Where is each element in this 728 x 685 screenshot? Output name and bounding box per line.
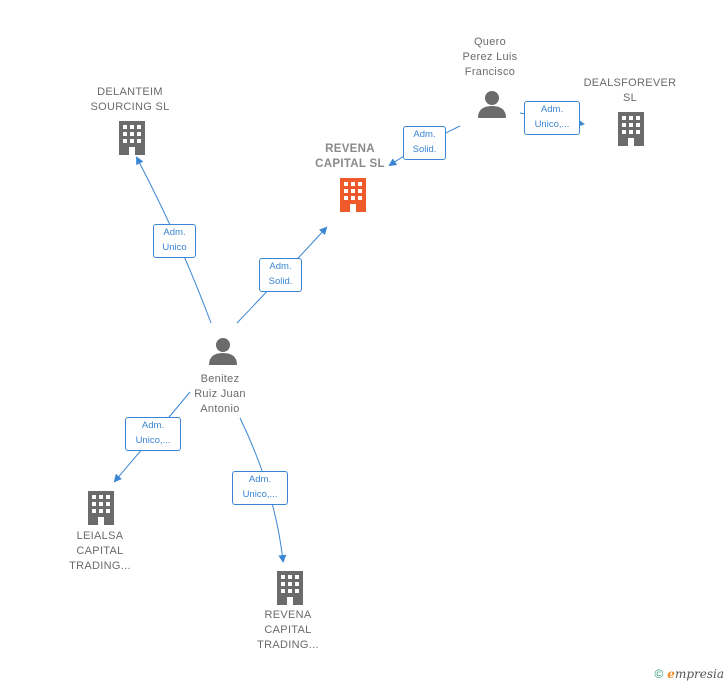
edge-label-benitez-delanteim[interactable]: Adm. Unico: [153, 224, 196, 258]
person-icon[interactable]: [476, 89, 508, 119]
person-icon[interactable]: [207, 336, 239, 366]
building-icon[interactable]: [615, 112, 647, 146]
copyright-symbol: ©: [654, 667, 664, 681]
building-icon[interactable]: [85, 491, 117, 525]
edge-label-benitez-leialsa[interactable]: Adm. Unico,...: [125, 417, 181, 451]
edge-label-benitez-revtrading[interactable]: Adm. Unico,...: [232, 471, 288, 505]
node-label-revena-main[interactable]: REVENA CAPITAL SL: [315, 143, 385, 170]
edge-label-quero-deals[interactable]: Adm. Unico,...: [524, 101, 580, 135]
edge-label-benitez-revena[interactable]: Adm. Solid.: [259, 258, 302, 292]
node-label-revena-trading[interactable]: REVENA CAPITAL TRADING...: [257, 609, 319, 651]
node-label-leialsa[interactable]: LEIALSA CAPITAL TRADING...: [69, 530, 131, 572]
node-label-benitez[interactable]: Benitez Ruiz Juan Antonio: [194, 373, 246, 415]
building-icon-highlighted[interactable]: [337, 178, 369, 212]
building-icon[interactable]: [274, 571, 306, 605]
edge-label-quero-revena[interactable]: Adm. Solid.: [403, 126, 446, 160]
node-label-dealsforever[interactable]: DEALSFOREVER SL: [583, 77, 677, 104]
node-label-quero[interactable]: Quero Perez Luis Francisco: [462, 36, 518, 78]
building-icon[interactable]: [116, 121, 148, 155]
brand-logo: empresia: [667, 667, 724, 681]
node-label-delanteim[interactable]: DELANTEIM SOURCING SL: [90, 86, 170, 113]
footer-brand: ©empresia: [654, 667, 724, 681]
